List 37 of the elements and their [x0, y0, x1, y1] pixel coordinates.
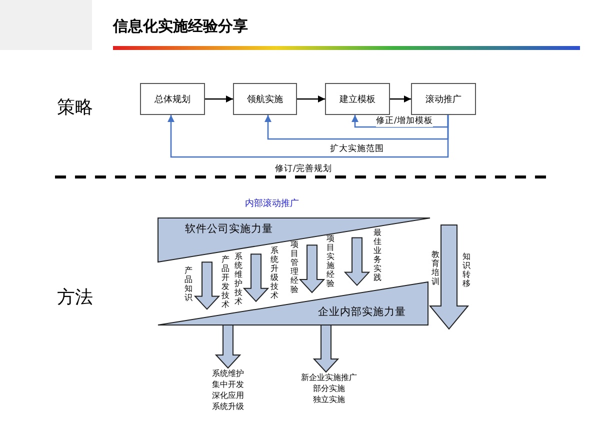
wedge-label: 软件公司实施力量: [185, 222, 273, 236]
edge-label: 扩大实施范围: [330, 143, 384, 155]
process-box: 领航实施: [233, 83, 297, 115]
block-arrow: [194, 262, 220, 310]
vertical-label: 项目实施经验: [326, 234, 335, 288]
edge-label: 修正/增加模板: [376, 115, 433, 127]
block-arrow: [298, 244, 326, 294]
wedge-label: 企业内部实施力量: [318, 305, 406, 319]
arrow: [352, 115, 449, 128]
vertical-label: 系统维护技术: [234, 252, 243, 306]
vertical-label: 知识转移: [462, 252, 471, 288]
vertical-label: 产品开发技术: [221, 255, 230, 309]
block-arrow: [428, 224, 470, 330]
block-arrow: [344, 237, 370, 286]
arrow: [390, 96, 411, 102]
title: 信息化实施经验分享: [113, 17, 248, 36]
section-label: 方法: [57, 286, 93, 309]
process-box: 总体规划: [140, 83, 205, 115]
block-arrow: [214, 324, 242, 369]
heading-label: 内部滚动推广: [245, 198, 299, 210]
block-arrow: [312, 324, 340, 373]
process-box: 建立模板: [325, 83, 390, 115]
vertical-label: 系统升级技术: [270, 246, 279, 300]
vertical-label: 产品知识: [184, 266, 193, 302]
result-text: 系统维护集中开发深化应用系统升级: [211, 368, 245, 412]
arrow: [168, 115, 449, 158]
arrow: [205, 96, 233, 102]
edge-label: 修订/完善规划: [275, 163, 332, 175]
process-box: 滚动推广: [411, 83, 476, 115]
vertical-label: 最佳业务实践: [373, 228, 382, 282]
result-text: 新企业实施推广 部分实施 独立实施: [294, 372, 364, 405]
arrow: [264, 115, 449, 140]
block-arrow: [242, 254, 270, 302]
vertical-label: 项目管理经验: [290, 240, 299, 294]
section-label: 策略: [57, 96, 93, 119]
vertical-label: 教育培训: [431, 250, 440, 286]
arrow: [297, 96, 325, 102]
